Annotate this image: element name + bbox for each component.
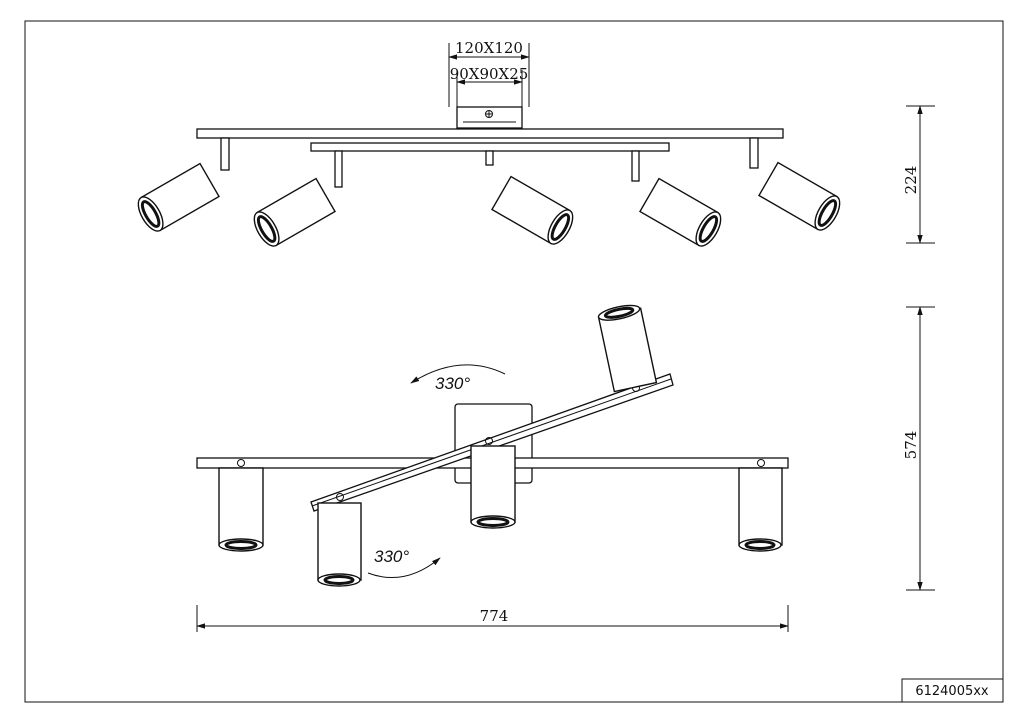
spotlight-5 [758, 161, 841, 231]
front-view: 330° 330° 574 774 [196, 304, 935, 632]
width-dimension-line [196, 605, 789, 632]
spotlight-front-1 [218, 467, 264, 552]
rotation-arrow-bottom [367, 557, 441, 579]
spotlight-front-4 [738, 467, 783, 552]
rotation-label-bottom: 330° [374, 547, 409, 566]
rotation-label-top: 330° [435, 374, 470, 393]
spotlight-1 [137, 162, 220, 232]
depth-dimension-line [906, 306, 935, 591]
main-bar [196, 128, 784, 139]
spotlight-front-3 [470, 445, 516, 529]
drawing-frame [24, 20, 1004, 703]
side-view: 120X120 90X90X25 [137, 39, 935, 247]
depth-dimension: 574 [902, 431, 920, 460]
article-code-box [901, 678, 1004, 703]
base-outer-dimension: 120X120 [455, 39, 523, 57]
height-dimension-line [906, 105, 935, 244]
spotlight-front-2 [317, 502, 362, 587]
width-dimension: 774 [480, 607, 509, 625]
base-inner-dimension: 90X90X25 [450, 65, 529, 83]
base-dimension-lines [448, 43, 530, 107]
screw-icon [485, 110, 493, 118]
spotlight-4 [639, 177, 722, 247]
spotlight-2 [253, 177, 336, 247]
article-code: 6124005xx [915, 684, 989, 699]
spotlight-front-5 [597, 304, 658, 393]
height-dimension: 224 [902, 166, 920, 195]
rotation-arrow-top [410, 364, 506, 384]
spotlight-3 [491, 175, 574, 245]
secondary-bar [310, 142, 670, 152]
